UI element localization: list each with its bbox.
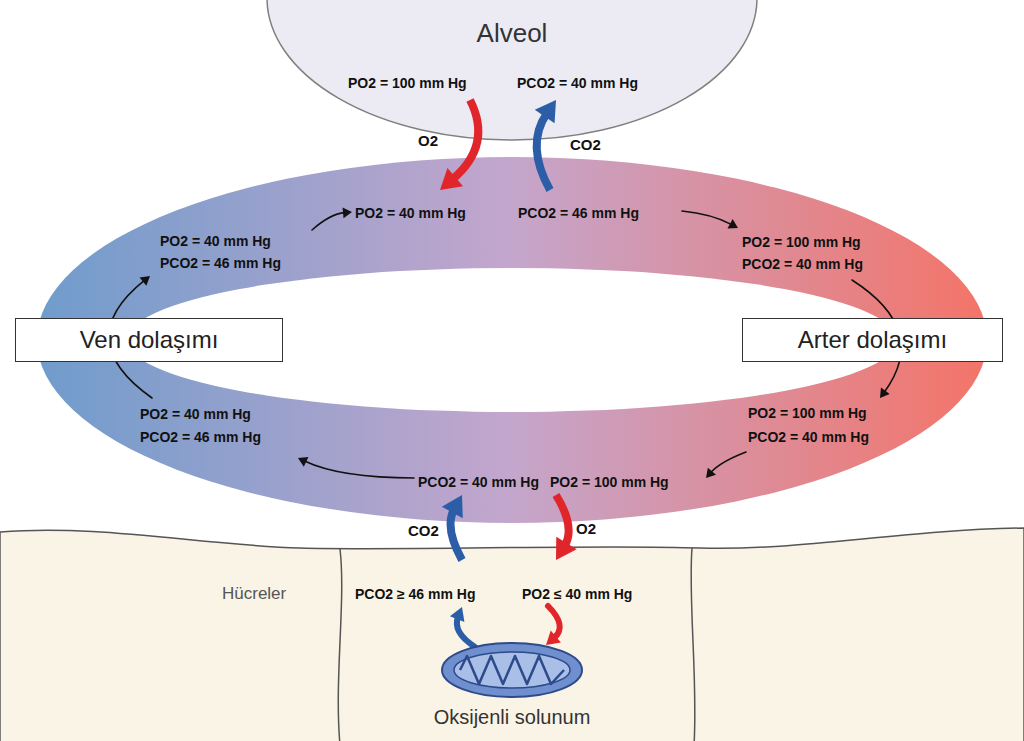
gas-flow-arrow [535,100,556,190]
cell-region: Hücreler PCO2 ≥ 46 mm Hg PO2 ≤ 40 mm Hg Oks… [0,560,1024,741]
artery-box: Arter dolaşımı [742,318,1003,362]
cell-region-part [457,617,475,647]
mitochondrion-part [442,643,582,697]
circulation-ring-part [682,211,732,225]
text-slot: CO2 [408,522,439,540]
text-slot: O2 [418,132,438,150]
text-slot: PCO2 = 46 mm Hg [518,204,639,222]
vein-box: Ven dolaşımı [15,318,283,362]
circulation-label: Ven dolaşımı [80,326,219,354]
cell-region-part [548,606,560,638]
gas-flow-line [451,509,462,560]
value-label: PO2 = 40 mm Hg [140,406,251,422]
circulation-ring-part [312,213,345,230]
value-label: PCO2 = 40 mm Hg [742,256,863,272]
gas-flow-arrow [442,495,463,560]
circulation-label: Arter dolaşımı [798,326,947,354]
text-slot: Hücreler [222,584,286,604]
text-slot: PCO2 = 46 mm Hg [160,254,281,272]
value-label: PCO2 ≥ 46 mm Hg [355,586,476,602]
circulation-ring-part [711,452,746,473]
value-label: PCO2 = 46 mm Hg [518,205,639,221]
value-label: PO2 = 100 mm Hg [742,234,861,250]
value-label: PO2 = 40 mm Hg [355,205,466,221]
value-label: PO2 = 40 mm Hg [160,233,271,249]
value-label: PCO2 = 40 mm Hg [418,474,539,490]
gas-flow-arrow [440,100,478,190]
gas-flow-line [556,495,569,546]
circulation-ring-part [140,276,150,286]
text-slot: PO2 = 100 mm Hg [348,74,467,92]
text-slot: PO2 ≤ 40 mm Hg [522,585,632,603]
circulation-ring-part [37,157,987,523]
value-label: PCO2 = 46 mm Hg [160,255,281,271]
cell-region-part [0,528,1024,741]
text-slot: PCO2 = 40 mm Hg [418,473,539,491]
text-slot: O2 [576,520,596,538]
cell-region-part [450,607,464,622]
mitochondrion: Oksijenli solunum [442,642,582,698]
text-slot: PO2 = 40 mm Hg [160,232,271,250]
value-label: Alveol [477,18,548,48]
arrow-head [442,495,463,518]
value-label: PO2 ≤ 40 mm Hg [522,586,632,602]
text-slot: PO2 = 100 mm Hg [742,233,861,251]
value-label: PO2 = 100 mm Hg [550,474,669,490]
text-slot: Alveol [362,18,662,49]
cell-region-part [338,549,341,741]
gas-label: CO2 [408,522,439,539]
text-slot: Oksijenli solunum [362,706,662,729]
circulation-ring-part [305,461,414,478]
text-slot: PCO2 = 46 mm Hg [140,428,261,446]
arrow-head [556,537,577,560]
arrow-head [535,100,556,123]
gas-label: O2 [576,520,596,537]
text-slot: CO2 [570,136,601,154]
gas-flow-line [452,100,478,180]
circulation-ring-part [298,457,308,467]
gas-label: CO2 [570,136,601,153]
arrow-head [440,168,463,190]
cell-region-part [546,631,561,645]
value-label: PO2 = 100 mm Hg [748,405,867,421]
alveolus-region: AlveolPO2 = 100 mm Hg PCO2 = 40 mm Hg [267,0,758,100]
value-label: PCO2 = 46 mm Hg [140,429,261,445]
text-slot: PCO2 ≥ 46 mm Hg [355,585,476,603]
text-slot: PCO2 = 40 mm Hg [748,428,869,446]
circulation-ring-part [880,388,890,398]
text-slot: PO2 = 100 mm Hg [748,404,867,422]
mitochondrion-part [454,652,570,688]
gas-flow-line [537,113,550,190]
gas-label: O2 [418,132,438,149]
cell-region-part [691,548,695,741]
value-label: Hücreler [222,584,286,603]
circulation-ring-part [343,207,352,218]
mitochondrion-part [460,656,564,684]
text-slot: PCO2 = 40 mm Hg [517,74,638,92]
value-label: PCO2 = 40 mm Hg [517,75,638,91]
value-label: PCO2 = 40 mm Hg [748,429,869,445]
text-slot: PO2 = 40 mm Hg [355,204,466,222]
circulation-ring-part [706,468,716,478]
text-slot: PO2 = 100 mm Hg [550,473,669,491]
text-slot: PCO2 = 40 mm Hg [742,255,863,273]
value-label: Oksijenli solunum [434,706,591,728]
gas-flow-arrow [556,495,577,560]
circulation-ring-part [728,219,738,229]
alveolus-region-part [267,0,757,140]
text-slot: PO2 = 40 mm Hg [140,405,251,423]
value-label: PO2 = 100 mm Hg [348,75,467,91]
